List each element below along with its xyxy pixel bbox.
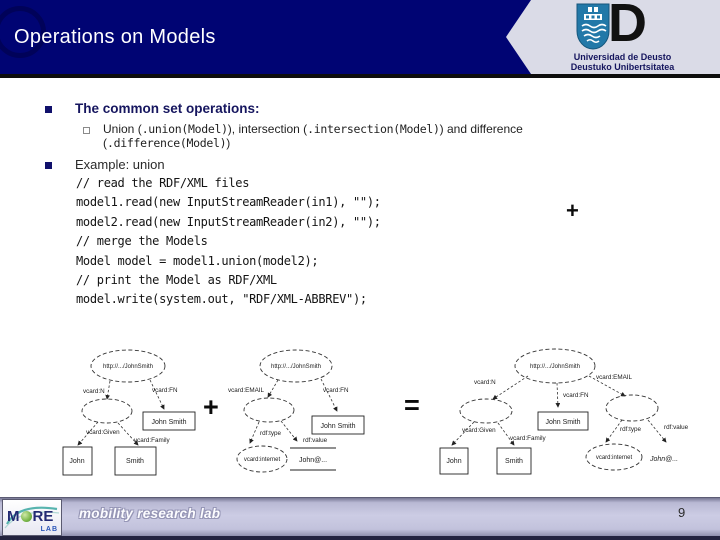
edge-vcard-given	[451, 421, 475, 446]
equals-operator-diagram: =	[404, 390, 420, 420]
blank-node	[243, 397, 295, 423]
edge-label: vcard:Given	[86, 429, 120, 436]
edge-label: vcard:EMAIL	[596, 374, 633, 381]
university-name-eu: Deustuko Unibertsitatea	[570, 62, 675, 72]
edge-vcard-family	[497, 422, 515, 446]
literal-value: John	[446, 458, 461, 465]
bullet-common-set-operations: The common set operations:	[75, 101, 260, 116]
edge-rdf-type	[249, 421, 260, 444]
edge-rdf-value	[280, 420, 298, 442]
resource-uri: http://.../JohnSmith	[530, 364, 580, 370]
header-bar: Operations on Models D Universidad de De…	[0, 0, 720, 74]
edge-vcard-email	[588, 375, 626, 397]
edge-label: vcard:FN	[152, 387, 178, 394]
edge-label: vcard:FN	[563, 392, 589, 399]
literal-node	[496, 447, 532, 475]
literal-node	[62, 446, 93, 476]
literal-value: Smith	[505, 458, 523, 465]
edge-vcard-fn	[149, 379, 165, 410]
edge-vcard-given	[77, 421, 99, 446]
edge-label: vcard:Given	[462, 427, 496, 434]
morelab-wordmark: M RE	[7, 508, 53, 525]
footer-bar	[0, 497, 720, 537]
rdf-graph-union: http://.../JohnSmith vcard:N vcard:Given…	[439, 348, 689, 475]
resource-uri: http://.../JohnSmith	[103, 364, 153, 370]
literal-value: John Smith	[545, 419, 580, 426]
deusto-letter-d: D	[608, 0, 647, 53]
resource-node	[259, 349, 333, 383]
university-name: Universidad de Deusto Deustuko Unibertsi…	[530, 52, 715, 72]
resource-node	[514, 348, 596, 384]
plus-operator-code: +	[566, 198, 579, 223]
literal-value: John	[69, 458, 84, 465]
literal-node	[142, 411, 196, 431]
blank-node	[605, 394, 659, 422]
morelab-logo: M RE LAB	[2, 499, 62, 536]
type-node	[585, 443, 643, 471]
plus-operator-diagram: +	[203, 392, 219, 422]
resource-node	[90, 349, 166, 383]
edge-label: vcard:FN	[323, 387, 349, 394]
deusto-shield-icon	[576, 3, 610, 50]
edge-vcard-fn	[320, 378, 338, 412]
blank-node	[81, 398, 133, 424]
edge-vcard-n	[105, 380, 111, 400]
morelab-letter-m: M	[7, 508, 20, 525]
literal-value: Smith	[126, 458, 144, 465]
sub-bullet-square-icon	[83, 127, 90, 134]
edge-label: rdf:value	[664, 424, 689, 431]
edge-label: vcard:Family	[134, 437, 171, 444]
literal-node	[439, 447, 469, 475]
sub-bullet-operations-detail: Union (.union(Model)), intersection (.in…	[103, 122, 523, 150]
type-value: vcard:internet	[244, 457, 281, 463]
university-name-es: Universidad de Deusto	[573, 52, 672, 62]
edge-vcard-email	[267, 379, 279, 398]
globe-icon	[20, 511, 32, 522]
literal-value: John Smith	[151, 419, 186, 426]
footer-bottom-strip	[0, 536, 720, 540]
literal-value: John@...	[649, 456, 678, 463]
university-logo-panel: D Universidad de Deusto Deustuko Unibert…	[506, 0, 720, 74]
edge-rdf-value	[647, 419, 667, 443]
edge-label: rdf:value	[303, 437, 328, 444]
page-title: Operations on Models	[14, 26, 216, 48]
edge-label: rdf:type	[620, 426, 641, 433]
literal-value: John Smith	[320, 423, 355, 430]
rdf-graph-model1: http://.../JohnSmith vcard:N vcard:FN Jo…	[62, 349, 196, 476]
literal-node	[311, 415, 365, 435]
morelab-lab-label: LAB	[40, 526, 58, 533]
page-number: 9	[678, 505, 686, 520]
rdf-graph-model2: http://.../JohnSmith vcard:EMAIL vcard:F…	[228, 349, 365, 473]
bullet-square-icon	[45, 162, 52, 169]
type-value: vcard:internet	[596, 455, 633, 461]
literal-value: John@...	[299, 457, 327, 464]
blank-node	[459, 398, 513, 424]
edge-vcard-family	[117, 422, 139, 446]
literal-node	[537, 411, 589, 431]
header-divider	[0, 74, 720, 78]
resource-uri: http://.../JohnSmith	[271, 364, 321, 370]
edge-label: vcard:N	[83, 388, 105, 395]
literal-node	[114, 446, 157, 476]
edge-vcard-fn	[555, 382, 561, 408]
morelab-letters-re: RE	[32, 508, 54, 525]
edge-label: vcard:EMAIL	[228, 387, 265, 394]
edge-label: vcard:Family	[510, 435, 547, 442]
footer-lab-name: mobility research lab	[79, 506, 221, 521]
edge-label: vcard:N	[474, 379, 496, 386]
header-circle-ornament	[0, 6, 46, 58]
type-node	[236, 445, 288, 473]
edge-label: rdf:type	[260, 430, 281, 437]
bullet-square-icon	[45, 106, 52, 113]
bullet-example-union: Example: union	[75, 157, 165, 172]
edge-rdf-type	[605, 419, 623, 443]
edge-vcard-n	[492, 375, 529, 400]
